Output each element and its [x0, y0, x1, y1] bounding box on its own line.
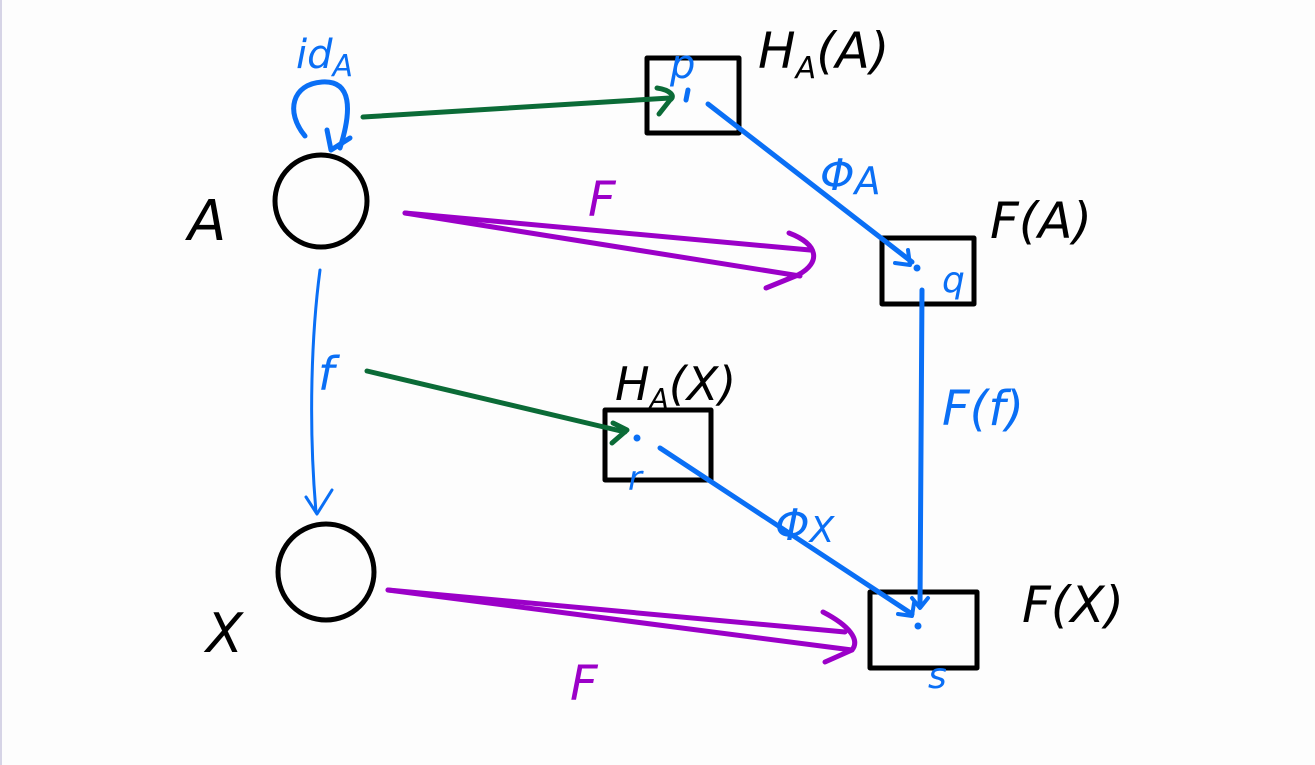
arrow-f-line: [310, 268, 322, 514]
set-F-of-X-box: [867, 589, 980, 671]
set-HA-of-A: HA(A) p: [644, 22, 889, 136]
arrow-F-on-A-head: [763, 230, 817, 291]
arrow-idA-to-p: [360, 85, 675, 120]
arrow-f-to-r-head: [609, 420, 630, 446]
arrow-f-label: f: [318, 347, 340, 401]
arrow-f-head: [304, 488, 334, 516]
arrow-F-on-X-label: F: [570, 656, 599, 712]
element-r-label: r: [628, 459, 644, 499]
arrow-Ff-head: [910, 596, 930, 610]
set-HA-of-A-label: HA(A): [758, 22, 889, 86]
arrow-F-on-A-lower: [402, 210, 803, 279]
object-X-label: X: [203, 602, 244, 665]
element-p-label: p: [669, 42, 695, 88]
arrow-PhiA-head: [893, 248, 912, 267]
object-X-circle: [275, 521, 377, 623]
arrow-F-on-X: F: [385, 587, 858, 712]
set-HA-of-X-label: HA(X): [615, 357, 736, 415]
arrow-PhiX-line: [657, 445, 915, 617]
arrow-Ff-label: F(f): [942, 381, 1024, 437]
set-F-of-A-label: F(A): [990, 192, 1092, 250]
set-HA-of-A-box: [644, 55, 742, 136]
arrow-PhiX-label: ΦX: [775, 500, 836, 551]
arrow-PhiA-label: ΦA: [820, 150, 881, 203]
arrow-PhiA-line: [705, 101, 915, 265]
arrow-idA-head: [324, 127, 353, 153]
element-q-label: q: [942, 260, 965, 301]
arrow-f: f: [304, 268, 340, 516]
element-q-dot: [913, 264, 921, 272]
set-F-of-X-label: F(X): [1022, 576, 1124, 634]
set-F-of-A: F(A) q: [879, 192, 1092, 307]
arrow-idA: idA: [291, 32, 353, 153]
arrow-idA-label: idA: [296, 32, 353, 84]
element-s-dot: [914, 622, 922, 630]
arrow-F-on-X-lower: [385, 587, 855, 653]
arrow-idA-to-p-head: [654, 85, 675, 117]
object-A: A: [185, 152, 370, 254]
arrow-Ff: F(f): [910, 287, 1024, 610]
element-p-dot: [683, 87, 691, 103]
set-F-of-A-box: [879, 235, 977, 307]
set-HA-of-X-box: [602, 407, 714, 483]
arrow-F-on-A: F: [402, 172, 817, 291]
arrow-f-to-r-line: [364, 368, 628, 435]
arrow-F-on-X-upper: [385, 587, 848, 635]
arrow-Ff-line: [917, 287, 925, 608]
arrow-idA-loop: [291, 79, 350, 151]
arrow-PhiA: ΦA: [705, 101, 915, 267]
page-left-edge: [0, 0, 2, 765]
element-r-dot: [633, 434, 641, 442]
object-X: X: [203, 521, 377, 665]
arrow-F-on-X-head: [820, 609, 858, 665]
set-F-of-X: F(X) s: [867, 576, 1124, 697]
arrow-F-on-A-label: F: [588, 172, 617, 228]
arrow-f-to-r: [364, 368, 630, 446]
set-HA-of-X: HA(X) r: [602, 357, 736, 499]
arrow-idA-to-p-line: [360, 95, 673, 120]
element-s-label: s: [928, 656, 947, 697]
object-A-label: A: [185, 189, 226, 254]
arrow-F-on-A-upper: [402, 210, 813, 253]
arrow-PhiX-head: [896, 601, 916, 618]
arrow-PhiX: ΦX: [657, 445, 916, 618]
object-A-circle: [272, 152, 370, 250]
